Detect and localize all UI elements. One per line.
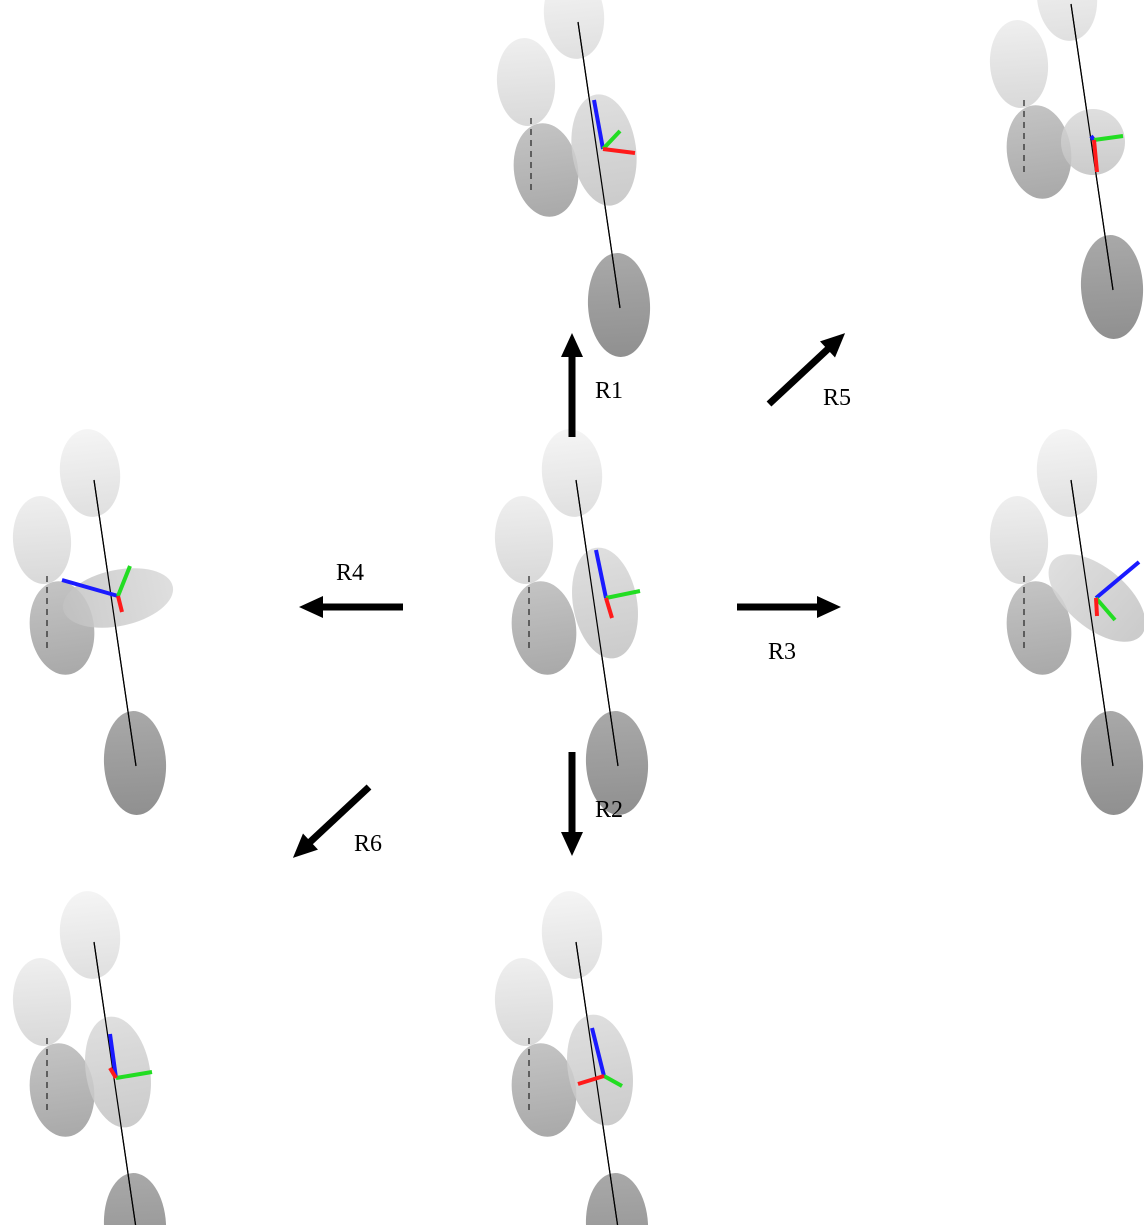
axis-triad-r1 bbox=[592, 99, 636, 155]
label-r4: R4 bbox=[336, 560, 365, 586]
axis-triad-center bbox=[594, 549, 641, 619]
label-r6: R6 bbox=[354, 831, 383, 857]
arrow-r4 bbox=[299, 596, 403, 618]
pose-r1 bbox=[493, 0, 654, 360]
axis-triad-r2 bbox=[577, 1027, 623, 1088]
label-r1: R1 bbox=[595, 378, 624, 404]
pose-r3 bbox=[986, 425, 1144, 818]
pose-r4 bbox=[9, 425, 174, 818]
arrow-r3 bbox=[737, 596, 841, 618]
label-r5: R5 bbox=[823, 385, 852, 411]
axis-triad-r5 bbox=[1089, 134, 1124, 173]
axis-triad-r6 bbox=[108, 1033, 153, 1080]
pose-r2 bbox=[491, 887, 652, 1225]
label-r2: R2 bbox=[595, 797, 624, 823]
axis-triad-r3 bbox=[1094, 560, 1141, 622]
pose-center bbox=[491, 425, 652, 818]
arrow-r2 bbox=[561, 752, 583, 856]
pose-r5 bbox=[986, 0, 1144, 342]
pose-r6 bbox=[9, 887, 170, 1225]
arrow-r1 bbox=[561, 333, 583, 437]
label-r3: R3 bbox=[768, 639, 797, 665]
axis-triad-r4 bbox=[61, 565, 132, 613]
